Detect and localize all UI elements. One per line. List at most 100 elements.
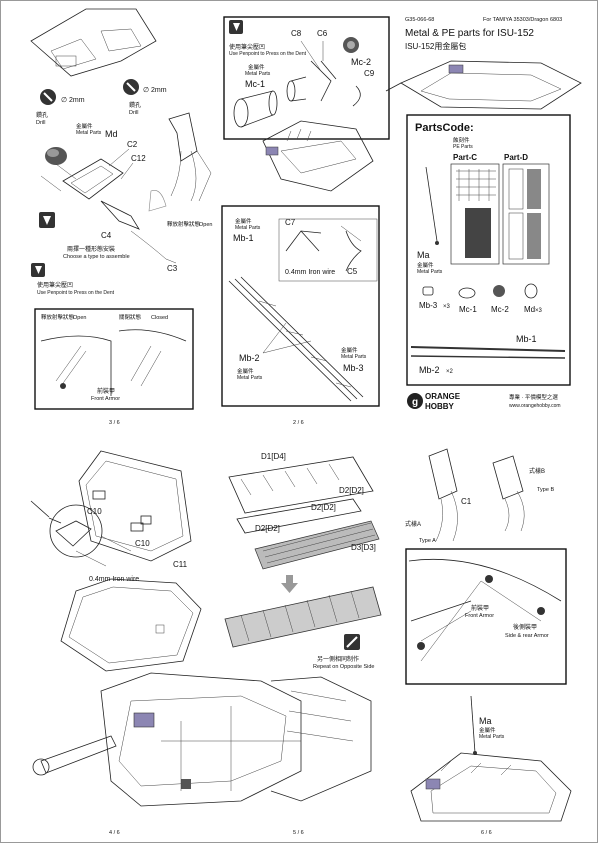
part-d1-drawing xyxy=(228,456,374,514)
pe-fret-c-drawing xyxy=(450,163,500,265)
open-state-cn: 釋放射擊狀態 xyxy=(167,220,201,228)
metal-parts-label-cn: 金屬件 xyxy=(341,346,358,354)
clamp-detail-box xyxy=(278,218,378,282)
part-c-label: Part-C xyxy=(453,153,477,162)
part-c3-label: C3 xyxy=(167,264,178,273)
hull-vent-drawing xyxy=(55,55,77,67)
closed-hatch-drawing xyxy=(118,329,187,342)
part-c10-drawing xyxy=(92,490,106,500)
highlight-part-drawing xyxy=(265,146,279,156)
product-code: G35-066-68 xyxy=(405,17,434,23)
page-number: 2 / 6 xyxy=(293,420,304,426)
part-mc1-label: Mc-1 xyxy=(245,79,265,89)
penpoint-icon xyxy=(229,20,243,34)
tank-body-drawing xyxy=(32,672,302,807)
brand-tagline: 專業 · 平價模型之選 xyxy=(509,393,558,401)
metal-parts-label-cn: 金屬件 xyxy=(417,261,434,269)
kit-fit: For TAMIYA 35303/Dragon 6803 xyxy=(483,17,562,23)
part-d1-label: D1[D4] xyxy=(261,452,286,461)
part-d3-mesh-drawing xyxy=(254,520,380,570)
part-mc1-label: Mc-1 xyxy=(459,305,477,314)
panel-step-2: 使用筆尖壓凹 Use Penpoint to Press on the Dent… xyxy=(221,16,390,426)
tow-cable-drawing xyxy=(228,280,352,402)
metal-parts-label-cn: 金屬件 xyxy=(235,217,252,225)
part-mc2-drawing xyxy=(343,37,359,53)
part-mb3-label: Mb-3 xyxy=(343,363,364,373)
part-mb2-qty: ×2 xyxy=(446,369,454,375)
front-armor-cn: 前裝甲 xyxy=(97,387,115,395)
closed-state-en: Closed xyxy=(151,315,168,321)
front-armor-cn: 前裝甲 xyxy=(471,604,489,612)
pe-parts-label-cn: 蝕刻件 xyxy=(453,136,470,144)
part-c1-label: C1 xyxy=(461,497,472,506)
part-c4-drawing xyxy=(100,200,140,230)
part-md-label: Md xyxy=(105,129,118,139)
penpoint-icon xyxy=(31,263,45,277)
armor-plate-assembled-drawing xyxy=(60,578,202,672)
side-rear-armor-cn: 後側裝甲 xyxy=(513,623,537,631)
penpoint-label-cn: 使用筆尖壓凹 xyxy=(229,43,265,51)
panel-step-3: ∅ 2mm 鑽孔 Drill ∅ 2mm 鑽孔 Drill 金屬件 Metal … xyxy=(30,8,212,426)
part-d3-label: D3[D3] xyxy=(351,543,376,552)
tank-rear-drawing xyxy=(410,752,572,822)
part-ma-label: Ma xyxy=(417,250,430,260)
metal-parts-label-cn: 金屬件 xyxy=(479,726,496,734)
header-and-parts-panel: G35-066-68 For TAMIYA 35303/Dragon 6803 … xyxy=(385,17,582,411)
page-number: 4 / 6 xyxy=(109,830,120,836)
open-hatch-drawing xyxy=(40,335,112,396)
part-mb2-label: Mb-2 xyxy=(239,353,260,363)
page-number: 6 / 6 xyxy=(481,830,492,836)
resin-part-drawing xyxy=(148,190,167,212)
product-subtitle: ISU-152用金屬包 xyxy=(405,41,466,51)
metal-parts-label-en: Metal Parts xyxy=(237,375,263,381)
gun-mount-drawing xyxy=(62,158,124,200)
drill-icon xyxy=(40,89,56,105)
metal-parts-label-cn: 金屬件 xyxy=(248,63,265,71)
penpoint-icon xyxy=(39,212,55,228)
closed-state-cn: 關閉狀態 xyxy=(119,313,142,321)
tank-preview-drawing xyxy=(385,60,582,110)
detail-magnifier xyxy=(49,504,103,558)
armor-plate-drawing xyxy=(78,450,192,562)
part-c6-label: C6 xyxy=(317,29,328,38)
repeat-label-en: Repeat on Opposite Side xyxy=(313,664,374,670)
assembled-grille-drawing xyxy=(224,586,382,648)
armor-detail-box xyxy=(405,548,567,685)
part-c10-label: C10 xyxy=(87,507,102,516)
pe-parts-label-en: PE Parts xyxy=(453,144,473,150)
drill-label-cn: 鑽孔 xyxy=(129,101,141,109)
wire-drawing xyxy=(130,230,177,264)
part-c9-drawing xyxy=(352,85,361,107)
part-mc2-label: Mc-2 xyxy=(491,305,509,314)
part-md-drawing xyxy=(524,283,538,299)
panel-step-4: C10 C10 C11 0.4mm Iron wire 4 / 6 xyxy=(30,450,302,836)
periscope-type-a-drawing xyxy=(428,448,458,500)
svg-text:g: g xyxy=(412,397,418,408)
part-md-qty: ×3 xyxy=(535,308,543,314)
type-b-en: Type B xyxy=(537,487,554,493)
metal-parts-label-en: Metal Parts xyxy=(479,734,505,740)
periscope-drawing xyxy=(168,112,198,162)
choose-type-en: Choose a type to assemble xyxy=(63,254,130,260)
penpoint-label-en: Use Penpoint to Press on the Dent xyxy=(37,290,115,296)
brand-url: www.orangehobby.com xyxy=(509,403,561,409)
tow-cable-box xyxy=(221,205,380,407)
side-rear-armor-en: Side & rear Armor xyxy=(505,633,549,639)
metal-parts-label-cn: 金屬件 xyxy=(76,122,93,130)
gun-barrel-drawing xyxy=(40,735,117,774)
part-ma-drawing xyxy=(470,695,476,754)
part-ma-label: Ma xyxy=(479,716,492,726)
metal-parts-label-en: Metal Parts xyxy=(76,130,102,136)
type-b-cn: 式樣B xyxy=(529,467,545,475)
page-number: 5 / 6 xyxy=(293,830,304,836)
open-state-en: Open xyxy=(73,315,86,321)
brand-name-bottom: HOBBY xyxy=(425,402,455,411)
orange-hobby-logo: g ORANGE HOBBY xyxy=(407,392,461,411)
periscope-type-b-drawing xyxy=(492,455,524,500)
open-state-en: Open xyxy=(199,222,212,228)
part-c7-label: C7 xyxy=(285,218,296,227)
mantlet-detail-box xyxy=(223,16,390,140)
iron-wire-label: 0.4mm Iron wire xyxy=(285,269,335,276)
part-c11-label: C11 xyxy=(173,560,188,569)
